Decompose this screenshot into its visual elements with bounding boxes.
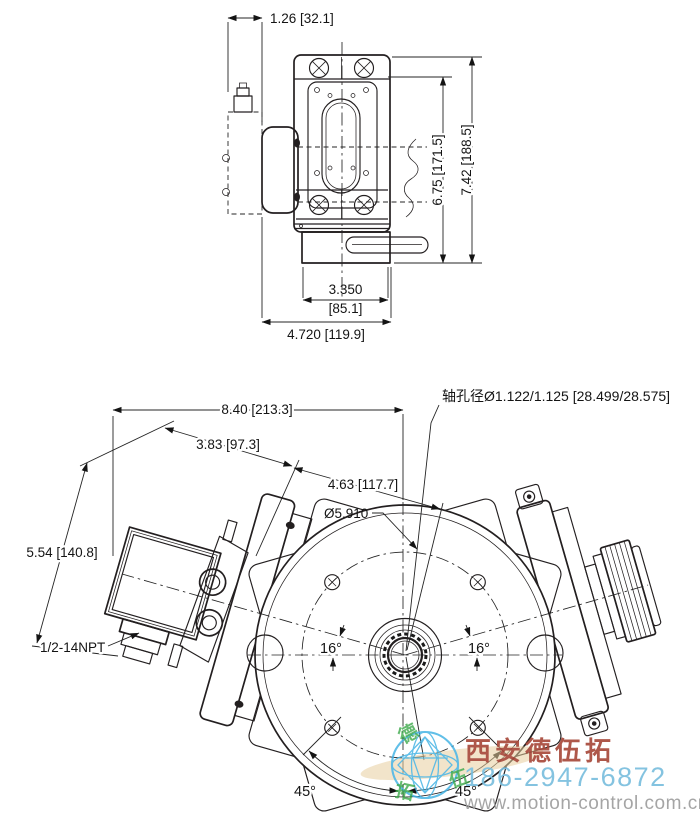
left-assembly <box>103 493 313 727</box>
seal-character: 拓 <box>393 778 416 804</box>
angle-16-left: 16° <box>318 624 346 671</box>
watermark-company: 西安德伍拓 <box>465 736 615 766</box>
knurled-connector <box>584 539 662 643</box>
right-16deg-axis <box>404 584 649 656</box>
dim-width-base: 4.720 [119.9] <box>261 217 392 342</box>
npt-fitting <box>118 618 171 665</box>
dim-text: 1.26 [32.1] <box>270 11 334 26</box>
face-hole-left <box>246 634 284 672</box>
bolt-screws <box>324 574 486 736</box>
angle-text: 45° <box>455 784 477 800</box>
side-view: 1.26 [32.1] 6.75 [171.5] 7.42 [188.5] 3.… <box>222 11 482 342</box>
dim-text: 5.54 [140.8] <box>26 545 97 560</box>
left-16deg-axis <box>121 573 406 656</box>
dim-text: 8.40 [213.3] <box>221 402 292 417</box>
dim-overall-width: 8.40 [213.3] <box>112 400 404 556</box>
oval-window <box>321 98 361 194</box>
angle-45-left: 45° <box>292 716 399 802</box>
watermark: 德 伍 拓 西安德伍拓 186-2947-6872 www.motion-con… <box>360 719 700 814</box>
watermark-website: www.motion-control.com.cn <box>463 793 700 814</box>
phillips-screw <box>308 57 330 79</box>
front-view: 轴孔径Ø1.122/1.125 [28.499/28.575] 8.40 [21… <box>24 388 670 812</box>
watermark-phone: 186-2947-6872 <box>464 762 667 792</box>
angle-16-right: 16° <box>464 624 492 671</box>
shaft-note-text: 轴孔径Ø1.122/1.125 [28.499/28.575] <box>442 388 670 404</box>
plate-screw <box>285 521 295 529</box>
dim-height-outer: 7.42 [188.5] <box>392 56 482 264</box>
phantom-conduit-box <box>222 82 263 215</box>
dim-overall-height: 5.54 [140.8] <box>24 462 119 657</box>
dim-text: 4.720 [119.9] <box>287 327 365 342</box>
angle-text: 16° <box>320 641 342 657</box>
dim-text: 7.42 [188.5] <box>459 124 474 195</box>
dim-text: 4.63 [117.7] <box>328 477 398 492</box>
encoder-housing-side <box>293 54 429 264</box>
handle <box>345 236 429 254</box>
dim-text: 6.75 [171.5] <box>430 134 445 205</box>
phillips-screw <box>353 194 375 216</box>
cable-gland <box>233 95 253 113</box>
bolt-circle-leader <box>372 512 418 550</box>
break-symbol <box>404 138 419 218</box>
mount-screw <box>294 192 300 202</box>
plate-screw <box>234 700 244 708</box>
globe-diamond-logo-icon <box>390 730 460 800</box>
dim-seg-right: 4.63 [117.7] <box>255 459 444 651</box>
thread-text: 1/2-14NPT <box>40 640 105 655</box>
base-block <box>301 231 391 264</box>
angle-text: 16° <box>468 641 490 657</box>
dim-height-inner: 6.75 [171.5] <box>388 76 452 264</box>
side-connector-block <box>261 126 300 214</box>
mount-screw <box>294 138 300 148</box>
dim-text: 3.83 [97.3] <box>196 437 260 452</box>
bolt-circle-text: Ø5.910 <box>324 506 368 521</box>
dim-width-top: 1.26 [32.1] <box>227 11 334 122</box>
tab-screw <box>588 717 601 730</box>
face-hole-right <box>526 634 564 672</box>
tab-screw <box>523 490 536 503</box>
dim-seg-left: 3.83 [97.3] <box>79 420 293 467</box>
angle-text: 45° <box>294 784 316 800</box>
mounting-plate <box>307 81 378 209</box>
phillips-screw <box>308 194 330 216</box>
right-assembly <box>515 483 662 737</box>
phillips-screw <box>353 57 375 79</box>
dim-text: [85.1] <box>329 301 363 316</box>
mounting-bracket <box>167 519 249 669</box>
conduit-thread-callout: 1/2-14NPT <box>38 632 140 657</box>
dim-text: 3.350 <box>329 282 363 297</box>
angle-45-right: 45° <box>407 716 508 802</box>
dim-width-mid: 3.350 [85.1] <box>302 267 389 316</box>
tan-swoosh <box>360 745 544 781</box>
